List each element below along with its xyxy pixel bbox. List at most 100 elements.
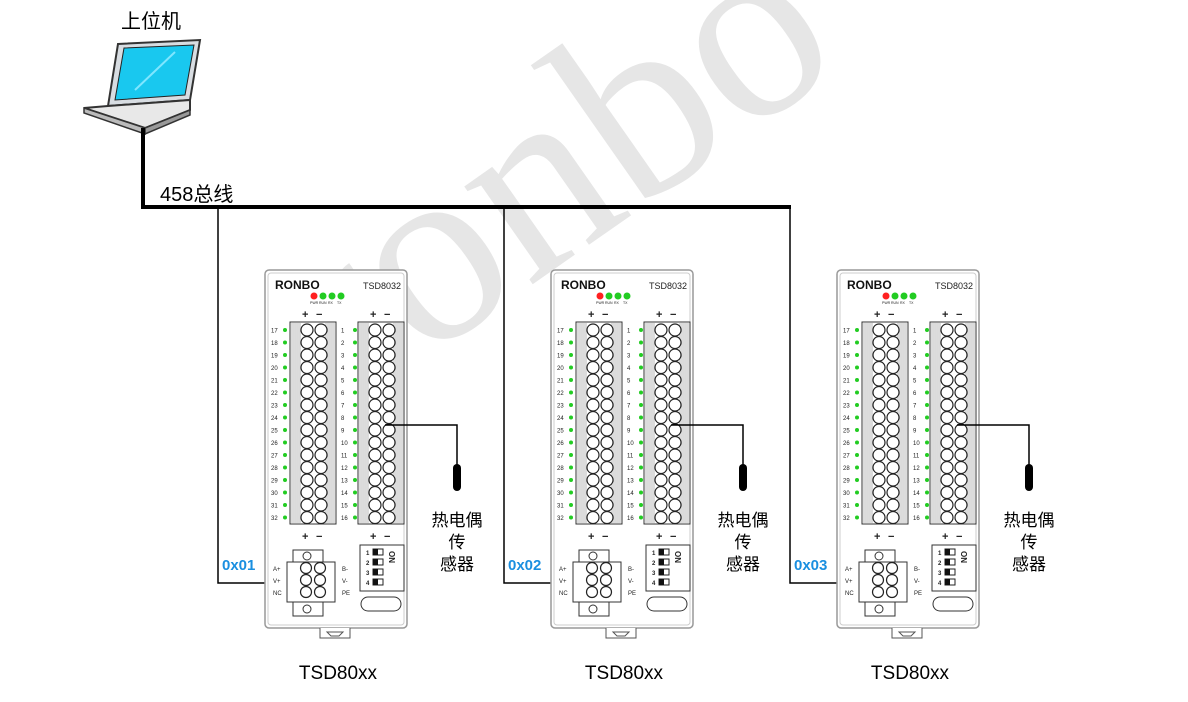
terminal-screw: [954, 448, 968, 462]
terminal-screw: [668, 460, 682, 475]
label-slot: [646, 596, 688, 612]
channel-led: [353, 428, 357, 432]
terminal-screw: [300, 510, 314, 525]
channel-led: [639, 378, 643, 382]
terminal-screw: [872, 423, 886, 437]
terminal-plus-top: +: [656, 309, 662, 321]
channel-led: [925, 415, 929, 420]
connector-label-right: PE: [628, 591, 636, 597]
terminal-plus-bottom: +: [656, 531, 662, 543]
terminal-screw: [586, 448, 600, 462]
channel-led: [283, 328, 287, 332]
terminal-plus-bottom: +: [588, 531, 594, 543]
terminal-screw: [940, 485, 954, 500]
terminal-plus-top: +: [302, 309, 308, 321]
channel-led: [925, 465, 929, 470]
dip-toggle-lever: [659, 579, 664, 585]
channel-led: [855, 328, 859, 332]
din-clip: [319, 628, 351, 639]
channel-label: 9: [627, 429, 631, 435]
terminal-screw: [954, 410, 968, 425]
channel-led: [639, 478, 643, 482]
terminal-screw: [600, 385, 614, 400]
channel-label: 20: [557, 366, 564, 372]
channel-label: 25: [557, 429, 564, 435]
channel-led: [283, 403, 287, 407]
terminal-screw: [954, 473, 968, 487]
sensor-label-line: 感器: [1012, 555, 1046, 574]
terminal-screw: [954, 498, 968, 512]
terminal-screw: [382, 473, 396, 487]
dip-toggle-lever: [659, 559, 664, 565]
terminal-screw: [940, 435, 954, 450]
terminal-plus-bottom: +: [874, 531, 880, 543]
device-address: 0x01: [222, 557, 256, 574]
channel-led: [569, 378, 573, 382]
connector-terminal: [585, 561, 599, 575]
sensor-label: 热电偶 传 感器: [427, 510, 487, 576]
led-label: RX: [328, 301, 334, 305]
terminal-screw: [314, 485, 328, 500]
channel-led: [353, 490, 357, 495]
terminal-minus-bottom: −: [602, 531, 608, 543]
terminal-screw: [300, 460, 314, 475]
connector-terminal: [885, 585, 899, 599]
channel-led: [639, 453, 643, 457]
connector-terminal: [585, 573, 599, 587]
channel-led: [353, 328, 357, 332]
terminal-screw: [368, 448, 382, 462]
label-slot: [360, 596, 402, 612]
terminal-screw: [600, 423, 614, 437]
terminal-plus-top: +: [874, 309, 880, 321]
terminal-screw: [368, 510, 382, 525]
terminal-screw: [886, 323, 900, 337]
device-address: 0x03: [794, 557, 828, 574]
connector-terminal: [313, 585, 327, 599]
channel-label: 12: [627, 466, 634, 472]
channel-label: 12: [341, 466, 348, 472]
terminal-screw: [314, 410, 328, 425]
channel-led: [639, 503, 643, 507]
channel-label: 10: [627, 441, 634, 447]
dip-toggle-lever: [373, 549, 378, 555]
terminal-screw: [940, 448, 954, 462]
terminal-screw: [382, 498, 396, 512]
terminal-screw: [382, 460, 396, 475]
terminal-screw: [654, 473, 668, 487]
channel-led: [569, 428, 573, 432]
terminal-screw: [886, 510, 900, 525]
terminal-screw: [300, 435, 314, 450]
terminal-screw: [600, 435, 614, 450]
terminal-screw: [954, 510, 968, 525]
terminal-minus-top: −: [316, 309, 322, 321]
terminal-screw: [586, 473, 600, 487]
terminal-screw: [382, 510, 396, 525]
channel-label: 32: [271, 516, 278, 522]
connector-terminal: [313, 561, 327, 575]
terminal-screw: [954, 485, 968, 500]
channel-label: 13: [913, 479, 920, 485]
brand-logo: RONBO: [275, 278, 320, 292]
connector-label-left: NC: [845, 591, 854, 597]
channel-led: [925, 453, 929, 457]
terminal-screw: [654, 485, 668, 500]
terminal-screw: [586, 373, 600, 387]
sensor-label: 热电偶 传 感器: [713, 510, 773, 576]
terminal-screw: [368, 460, 382, 475]
sensor-wire: [957, 424, 1030, 468]
terminal-screw: [940, 398, 954, 412]
channel-label: 27: [843, 454, 850, 460]
channel-led: [353, 415, 357, 420]
terminal-screw: [314, 323, 328, 337]
connector-terminal: [885, 561, 899, 575]
channel-label: 30: [557, 491, 564, 497]
terminal-screw: [586, 348, 600, 362]
terminal-screw: [382, 373, 396, 387]
channel-label: 20: [271, 366, 278, 372]
sensor-label-line: 传: [448, 533, 466, 552]
channel-label: 15: [341, 504, 348, 510]
dip-toggle-lever: [373, 559, 378, 565]
terminal-screw: [654, 423, 668, 437]
channel-label: 28: [557, 466, 564, 472]
terminal-screw: [382, 448, 396, 462]
